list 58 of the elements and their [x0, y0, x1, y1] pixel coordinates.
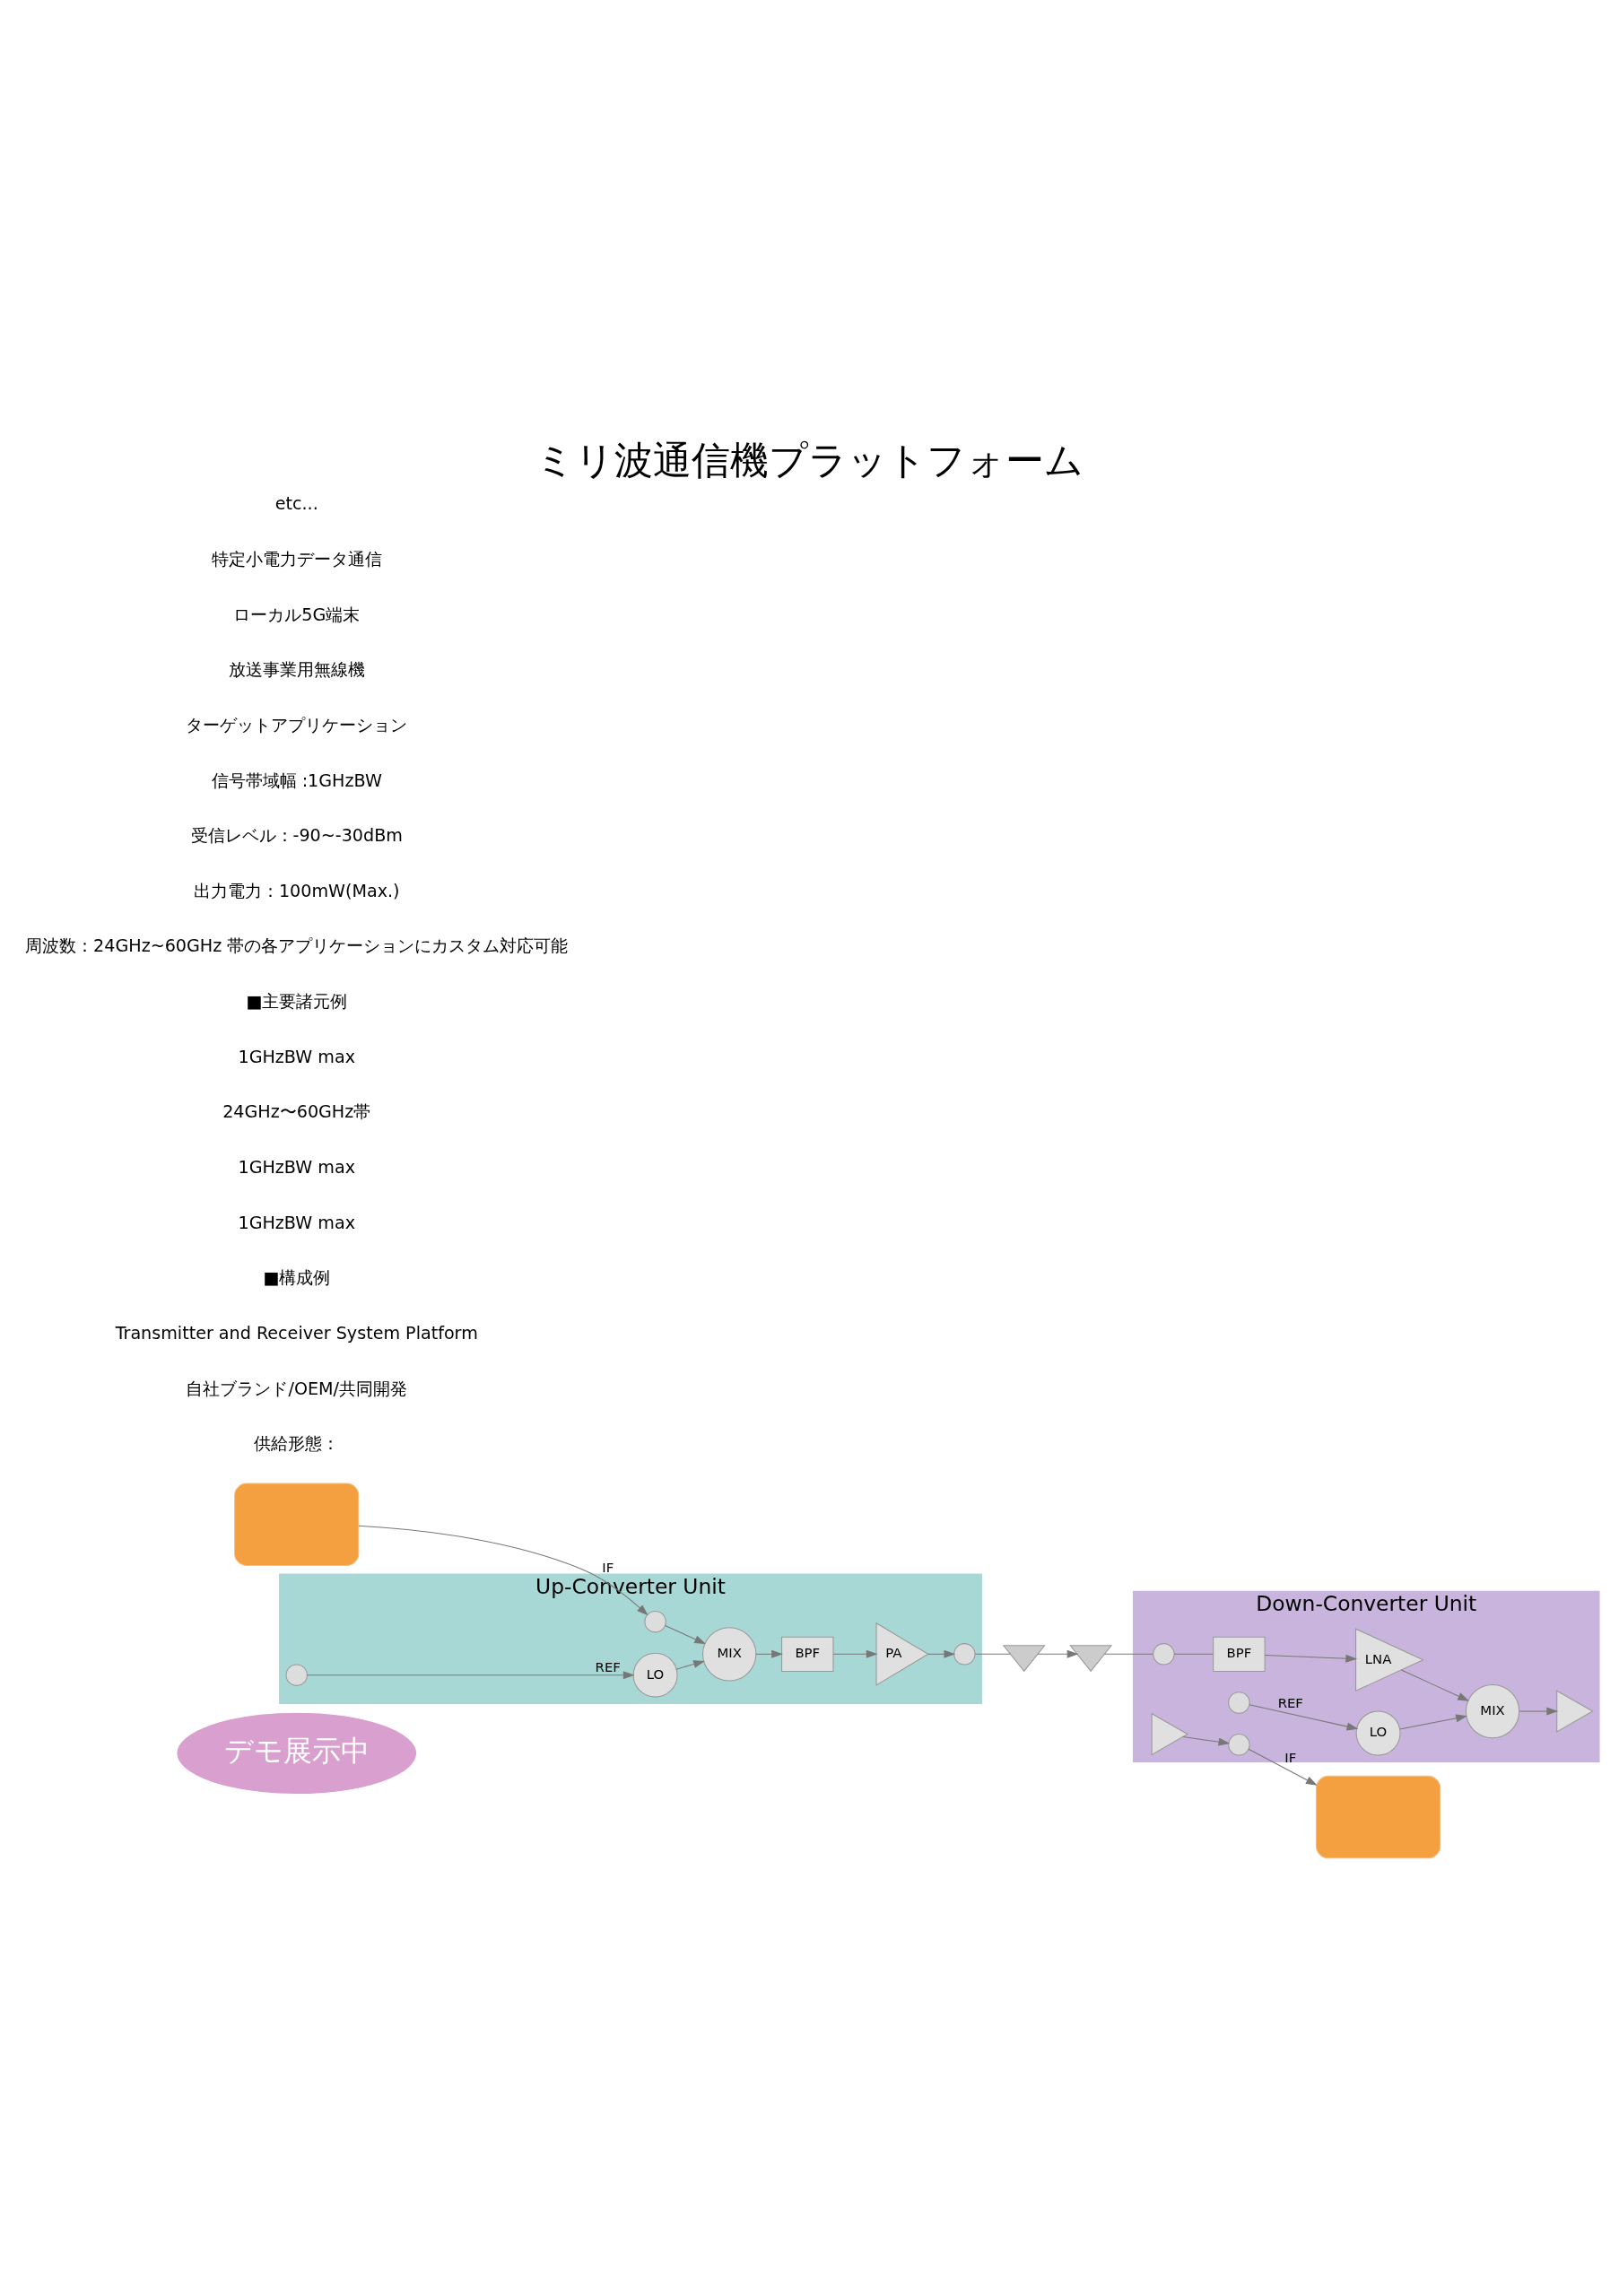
arrow	[665, 1624, 707, 1644]
label: 放送事業用無線機	[228, 658, 365, 680]
arrow	[1248, 1748, 1318, 1786]
node-triangle	[1069, 1644, 1113, 1672]
arrow	[306, 1670, 635, 1679]
node-triangle	[1556, 1689, 1594, 1733]
label: 1GHzBW max	[238, 1046, 355, 1067]
label: ■主要諸元例	[246, 990, 348, 1012]
node-box	[234, 1483, 360, 1566]
label: 出力電力：100mW(Max.)	[193, 880, 400, 901]
node-box	[1315, 1775, 1441, 1858]
label: ■構成例	[263, 1266, 331, 1288]
arrow	[1519, 1707, 1559, 1716]
label: 特定小電力データ通信	[211, 548, 382, 570]
node-circle: MIX	[1465, 1683, 1520, 1738]
node-circle: MIX	[702, 1626, 757, 1681]
label: 1GHzBW max	[238, 1156, 355, 1178]
node-circle	[285, 1663, 308, 1686]
arrow	[1264, 1654, 1358, 1663]
node-ellipse: デモ展示中	[176, 1711, 418, 1795]
node-circle	[1228, 1733, 1250, 1755]
connector	[1104, 1653, 1154, 1655]
label: ターゲットアプリケーション	[186, 714, 408, 735]
arrow	[1037, 1649, 1079, 1658]
label: etc...	[274, 492, 318, 514]
edge-label: IF	[1284, 1749, 1297, 1766]
node-circle	[644, 1610, 666, 1632]
arrow	[358, 1525, 648, 1615]
label: 1GHzBW max	[238, 1212, 355, 1233]
arrow	[755, 1649, 783, 1658]
node-circle	[1228, 1691, 1250, 1714]
arrow	[1249, 1703, 1359, 1730]
label: 信号帯域幅 :1GHzBW	[211, 770, 382, 791]
node-box: BPF	[781, 1636, 834, 1672]
diagram-title: ミリ波通信機プラットフォーム	[535, 438, 1084, 483]
arrow	[1400, 1669, 1469, 1701]
arrow	[675, 1659, 705, 1670]
label: 受信レベル：-90~-30dBm	[190, 824, 403, 846]
label: ローカル5G端末	[233, 604, 361, 625]
label: 自社ブランド/OEM/共同開発	[186, 1378, 407, 1399]
node-circle: LO	[632, 1652, 678, 1698]
connector	[1173, 1653, 1214, 1655]
label: 周波数：24GHz~60GHz 帯の各アプリケーションにカスタム対応可能	[25, 935, 569, 956]
arrow	[832, 1649, 878, 1658]
node-circle	[953, 1642, 976, 1665]
node-circle	[1153, 1642, 1175, 1665]
edge-label: REF	[1277, 1694, 1303, 1711]
node-triangle	[1002, 1644, 1046, 1672]
connector	[974, 1653, 1011, 1655]
node-box: BPF	[1213, 1636, 1266, 1672]
label: 24GHz〜60GHz帯	[222, 1100, 371, 1122]
arrow	[1399, 1713, 1467, 1730]
node-triangle	[1151, 1712, 1189, 1755]
label: 供給形態：	[254, 1432, 340, 1454]
edge-label: REF	[595, 1658, 621, 1675]
node-circle: LO	[1355, 1710, 1401, 1755]
label: Transmitter and Receiver System Platform	[115, 1322, 478, 1344]
arrow	[1182, 1735, 1231, 1746]
